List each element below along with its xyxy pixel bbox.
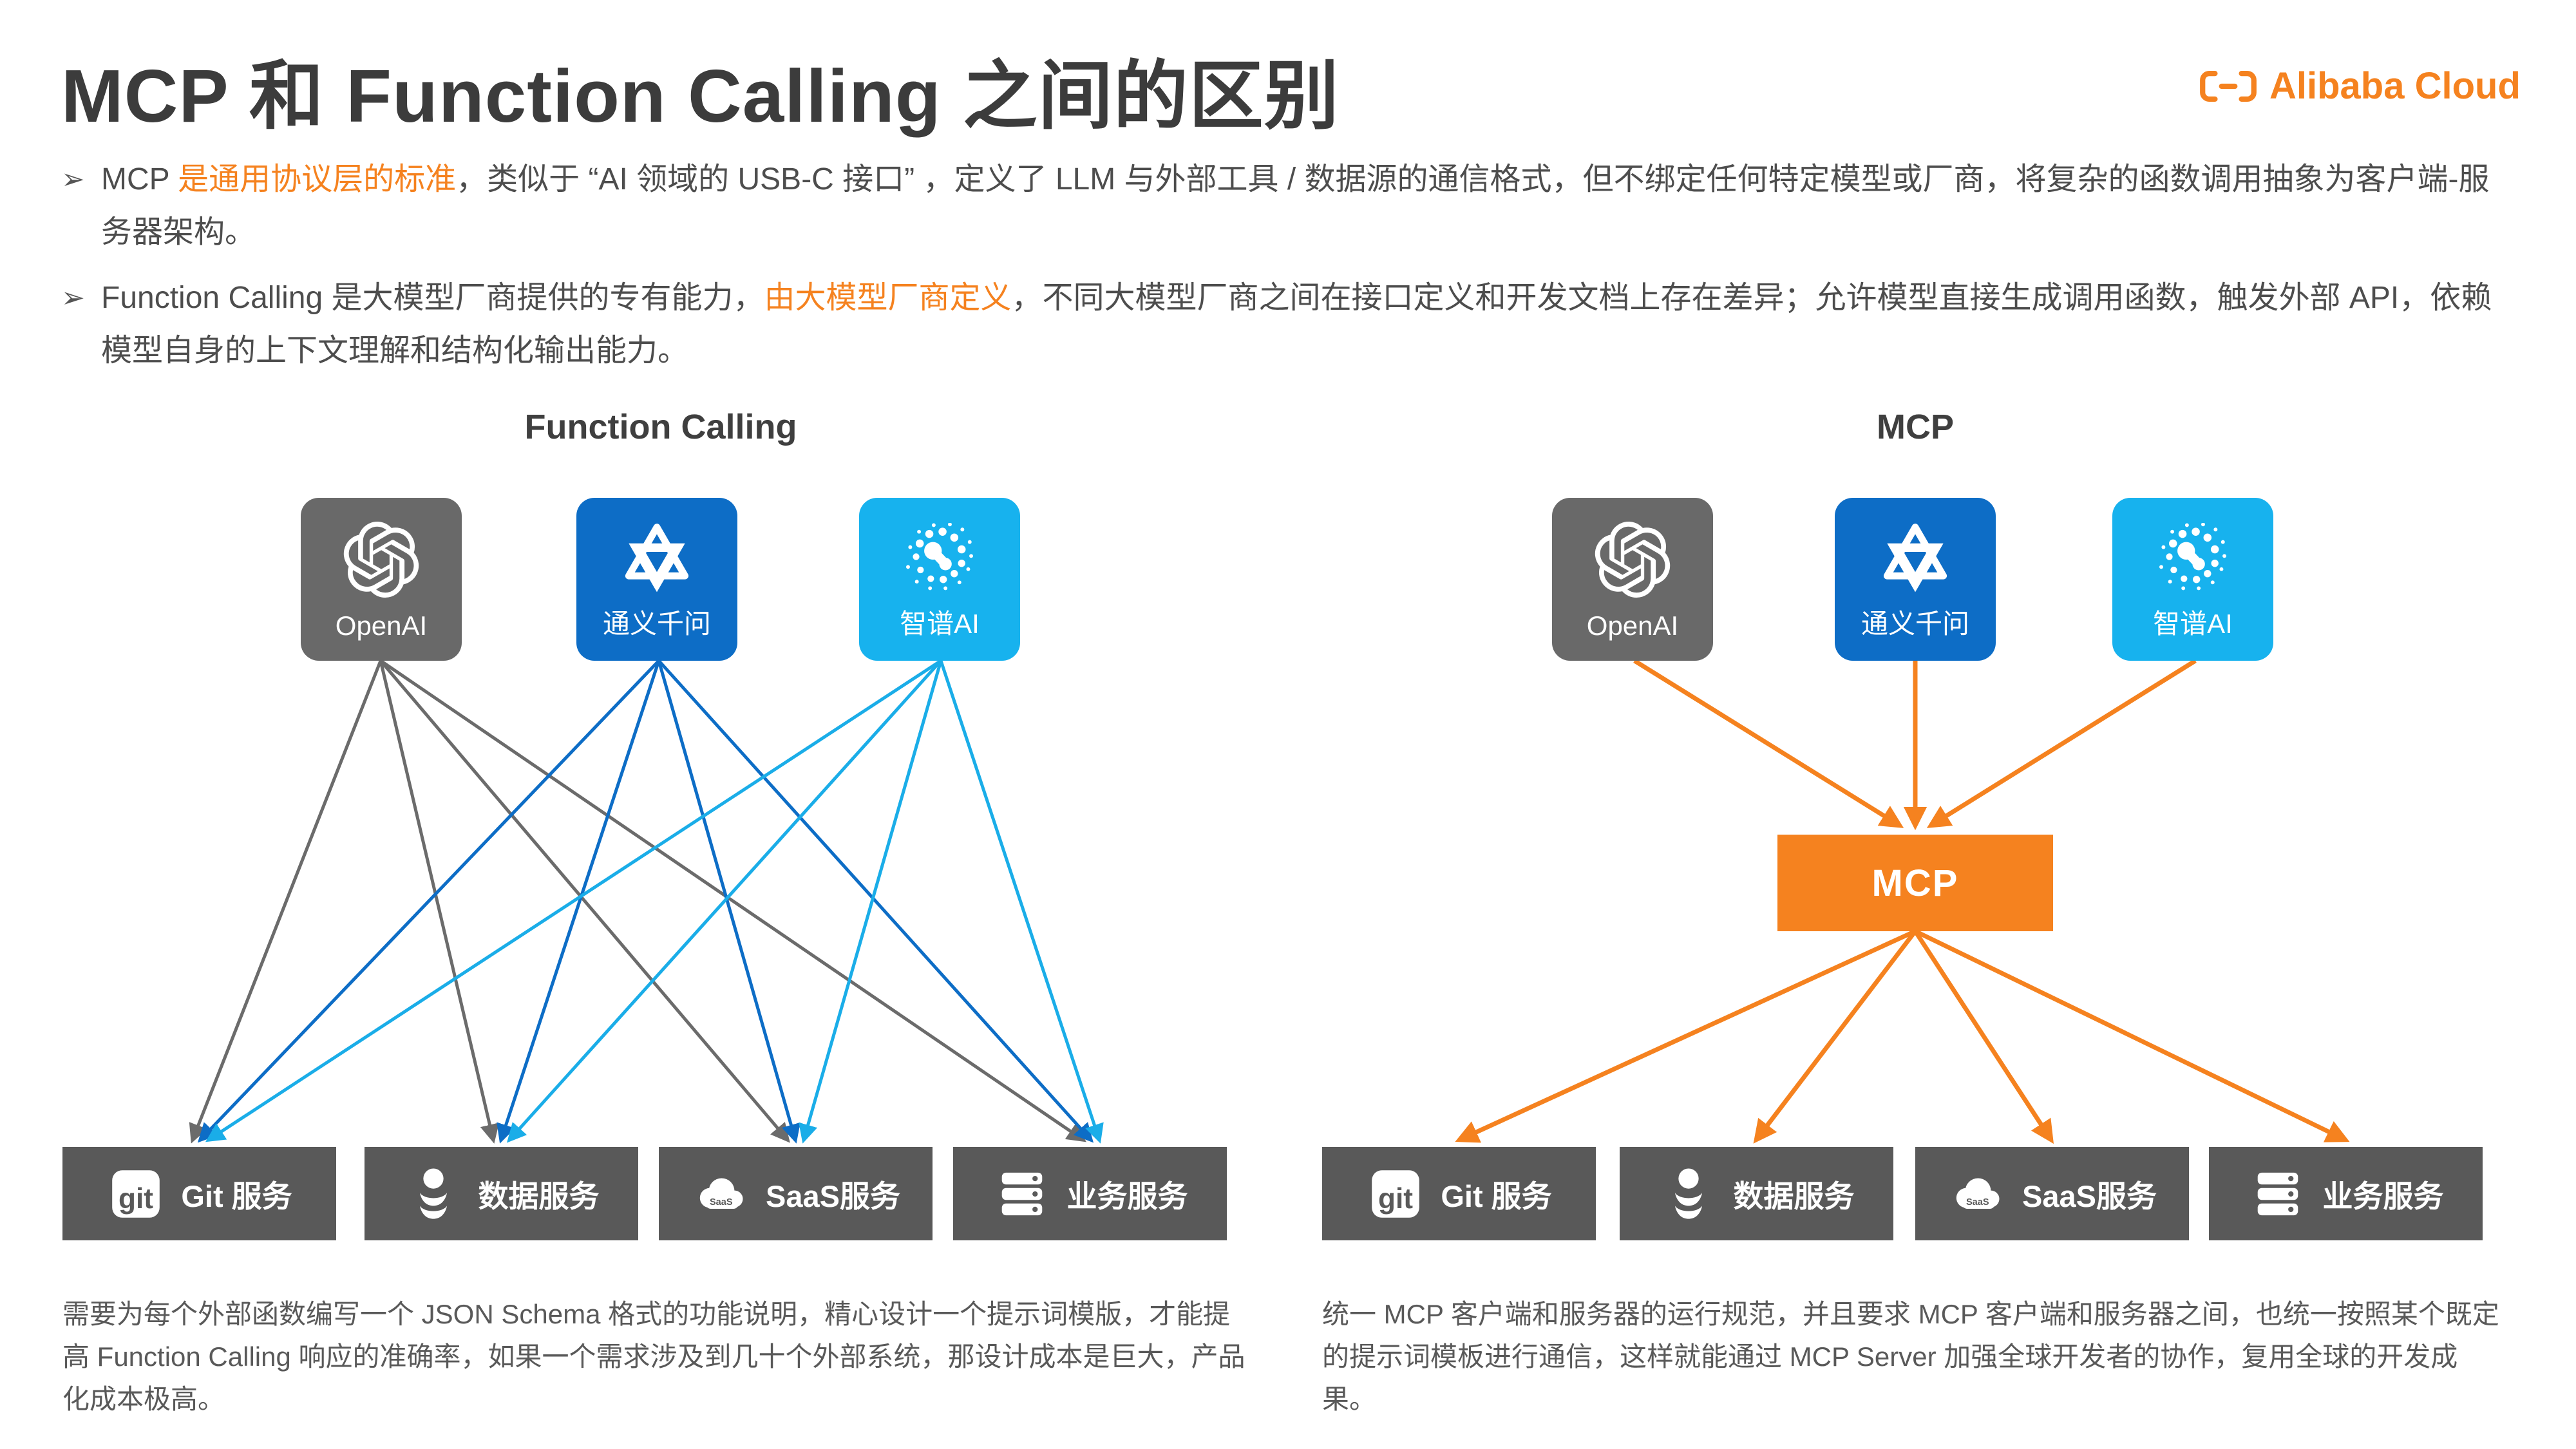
service-git-left: git Git 服务 xyxy=(62,1147,336,1240)
service-label: 业务服务 xyxy=(2322,1179,2444,1213)
openai-logo xyxy=(1593,520,1672,600)
card-label: 智谱AI xyxy=(900,609,980,639)
tongyi-connection-lines xyxy=(197,659,1094,1144)
bullet-arrow-icon: ➢ xyxy=(61,164,85,195)
zhipu-connection-lines xyxy=(205,659,1104,1144)
card-label: OpenAI xyxy=(335,611,428,641)
card-openai-right: OpenAI xyxy=(1552,498,1713,661)
openai-connection-lines xyxy=(189,659,1086,1144)
saas-cloud-icon: SaaS xyxy=(1947,1164,2007,1224)
page-title: MCP 和 Function Calling 之间的区别 xyxy=(61,54,1340,138)
database-icon xyxy=(404,1164,463,1224)
service-business-right: 业务服务 xyxy=(2209,1147,2483,1240)
left-diagram-note: 需要为每个外部函数编写一个 JSON Schema 格式的功能说明，精心设计一个… xyxy=(62,1299,1245,1414)
service-git-right: git Git 服务 xyxy=(1322,1147,1596,1240)
zhipu-ai-logo xyxy=(2153,520,2233,600)
card-zhipu-left: 智谱AI xyxy=(859,498,1020,661)
bullet-function-calling-text: Function Calling 是大模型厂商提供的专有能力，由大模型厂商定义，… xyxy=(101,281,2492,368)
svg-text:SaaS: SaaS xyxy=(710,1197,733,1207)
card-openai-left: OpenAI xyxy=(301,498,462,661)
server-stack-icon xyxy=(2248,1164,2307,1224)
card-label: OpenAI xyxy=(1586,611,1679,641)
service-label: 业务服务 xyxy=(1066,1179,1188,1213)
service-data-left: 数据服务 xyxy=(365,1147,638,1240)
card-zhipu-right: 智谱AI xyxy=(2112,498,2273,661)
right-diagram-title: MCP xyxy=(1877,408,1954,446)
intro-bullets: ➢ MCP 是通用协议层的标准，类似于 “AI 领域的 USB-C 接口” ，定… xyxy=(61,153,2518,390)
left-diagram-title: Function Calling xyxy=(524,408,797,446)
brand-name: Alibaba Cloud xyxy=(2269,65,2521,107)
tongyi-qianwen-logo xyxy=(1875,520,1955,600)
card-tongyi-right: 通义千问 xyxy=(1835,498,1996,661)
bullet-function-calling: ➢ Function Calling 是大模型厂商提供的专有能力，由大模型厂商定… xyxy=(61,272,2518,377)
bullet-mcp: ➢ MCP 是通用协议层的标准，类似于 “AI 领域的 USB-C 接口” ，定… xyxy=(61,153,2518,259)
svg-text:git: git xyxy=(1378,1183,1413,1215)
service-label: Git 服务 xyxy=(1441,1179,1552,1213)
card-label: 通义千问 xyxy=(1861,609,1969,639)
server-stack-icon xyxy=(992,1164,1052,1224)
bullet-arrow-icon: ➢ xyxy=(61,282,85,314)
git-icon: git xyxy=(106,1164,166,1224)
service-saas-left: SaaS SaaS服务 xyxy=(659,1147,933,1240)
git-icon: git xyxy=(1366,1164,1425,1224)
right-diagram-note: 统一 MCP 客户端和服务器的运行规范，并且要求 MCP 客户端和服务器之间，也… xyxy=(1322,1299,2499,1414)
service-label: Git 服务 xyxy=(181,1179,292,1213)
saas-cloud-icon: SaaS xyxy=(691,1164,750,1224)
alibaba-cloud-logo: Alibaba Cloud xyxy=(2197,64,2521,108)
svg-text:SaaS: SaaS xyxy=(1966,1197,1989,1207)
service-saas-right: SaaS SaaS服务 xyxy=(1915,1147,2189,1240)
service-data-right: 数据服务 xyxy=(1620,1147,1893,1240)
mcp-hub-label: MCP xyxy=(1871,862,1959,904)
tongyi-qianwen-logo xyxy=(617,520,697,600)
card-label: 通义千问 xyxy=(602,609,711,639)
mcp-hub-box: MCP xyxy=(1777,835,2053,931)
card-tongyi-left: 通义千问 xyxy=(576,498,737,661)
service-business-left: 业务服务 xyxy=(953,1147,1227,1240)
alibaba-cloud-brackets-icon xyxy=(2197,65,2259,108)
service-label: SaaS服务 xyxy=(766,1179,900,1213)
service-label: 数据服务 xyxy=(478,1179,600,1213)
service-label: SaaS服务 xyxy=(2022,1179,2157,1213)
service-label: 数据服务 xyxy=(1733,1179,1855,1213)
openai-logo xyxy=(341,520,421,600)
svg-text:git: git xyxy=(118,1183,153,1215)
zhipu-ai-logo xyxy=(900,520,980,600)
database-icon xyxy=(1659,1164,1718,1224)
bullet-mcp-text: MCP 是通用协议层的标准，类似于 “AI 领域的 USB-C 接口” ，定义了… xyxy=(101,162,2490,249)
card-label: 智谱AI xyxy=(2153,609,2233,639)
mcp-arrows xyxy=(1455,659,2350,1144)
